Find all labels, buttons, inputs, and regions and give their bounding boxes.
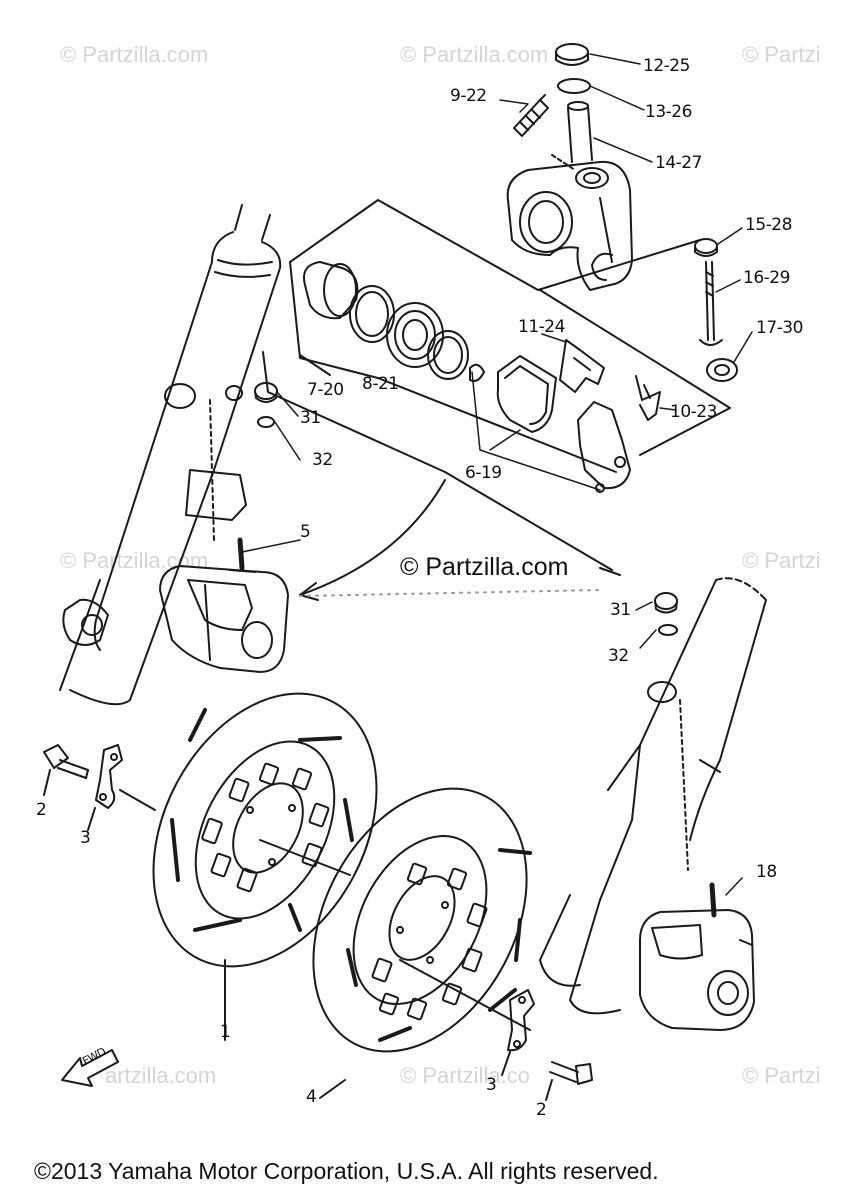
brake-pad — [496, 355, 557, 433]
bolt-right — [545, 1061, 593, 1101]
center-watermark: © Partzilla.com — [400, 553, 569, 581]
watermark-mid-right: © Partzi — [742, 548, 821, 573]
parts-bracket — [262, 199, 731, 576]
left-caliper — [159, 537, 289, 673]
callout-14-27: 14-27 — [655, 153, 702, 173]
callout-18: 18 — [756, 862, 777, 882]
left-fork-leg — [59, 204, 282, 706]
bolt-assembly — [694, 238, 738, 382]
piston-set — [299, 261, 469, 380]
callout-31-right: 31 — [610, 600, 631, 620]
callout-15-28: 15-28 — [745, 215, 792, 235]
washer-upper — [254, 382, 278, 428]
top-caliper-body — [506, 160, 633, 291]
watermark-bottom-left: artzilla.com — [105, 1063, 217, 1088]
callout-4: 4 — [306, 1087, 317, 1107]
callout-32-upper: 32 — [312, 450, 333, 470]
callout-12-25: 12-25 — [643, 56, 690, 76]
pad-pin — [635, 375, 661, 421]
watermark-top-right: © Partzi — [742, 42, 821, 67]
callout-2-left: 2 — [36, 800, 47, 820]
bolt-left — [43, 744, 89, 796]
callout-5: 5 — [300, 522, 311, 542]
copyright-footer: ©2013 Yamaha Motor Corporation, U.S.A. A… — [34, 1158, 659, 1184]
callout-11-24: 11-24 — [518, 317, 565, 337]
callout-8-21: 8-21 — [362, 374, 399, 394]
right-fork-leg — [539, 577, 767, 1015]
watermark-top-mid: © Partzilla.com — [400, 42, 549, 67]
callout-6-19: 6-19 — [465, 463, 502, 483]
watermark-top-left: © Partzilla.com — [60, 42, 209, 67]
callout-3-left: 3 — [80, 828, 91, 848]
cap — [555, 43, 589, 66]
callout-32-right: 32 — [608, 646, 629, 666]
callout-13-26: 13-26 — [645, 102, 692, 122]
bracket-right — [501, 989, 535, 1076]
washer-right — [654, 592, 678, 636]
right-caliper — [639, 882, 755, 1031]
callout-1: 1 — [220, 1022, 231, 1042]
bleed-screw — [513, 94, 549, 137]
brake-disc-2 — [312, 787, 532, 1099]
brake-disc-1 — [119, 692, 378, 1041]
callout-16-29: 16-29 — [743, 268, 790, 288]
callout-2-right: 2 — [536, 1100, 547, 1120]
pad-shim — [559, 339, 605, 393]
callout-7-20: 7-20 — [307, 380, 344, 400]
callout-9-22: 9-22 — [450, 86, 487, 106]
o-ring — [557, 78, 591, 94]
callout-31-upper: 31 — [300, 408, 321, 428]
assembly-arrow — [299, 479, 601, 601]
bracket-left — [87, 744, 123, 831]
watermark-bottom-mid: © Partzilla.co — [400, 1063, 530, 1088]
front-arrow — [61, 1049, 119, 1087]
leader-lines — [241, 53, 753, 896]
callout-3-right: 3 — [486, 1075, 497, 1095]
backing-plate — [577, 401, 631, 493]
watermark-bottom-right: © Partzi — [742, 1063, 821, 1088]
shaft — [551, 101, 593, 171]
callout-17-30: 17-30 — [756, 318, 803, 338]
callout-10-23: 10-23 — [670, 402, 717, 422]
